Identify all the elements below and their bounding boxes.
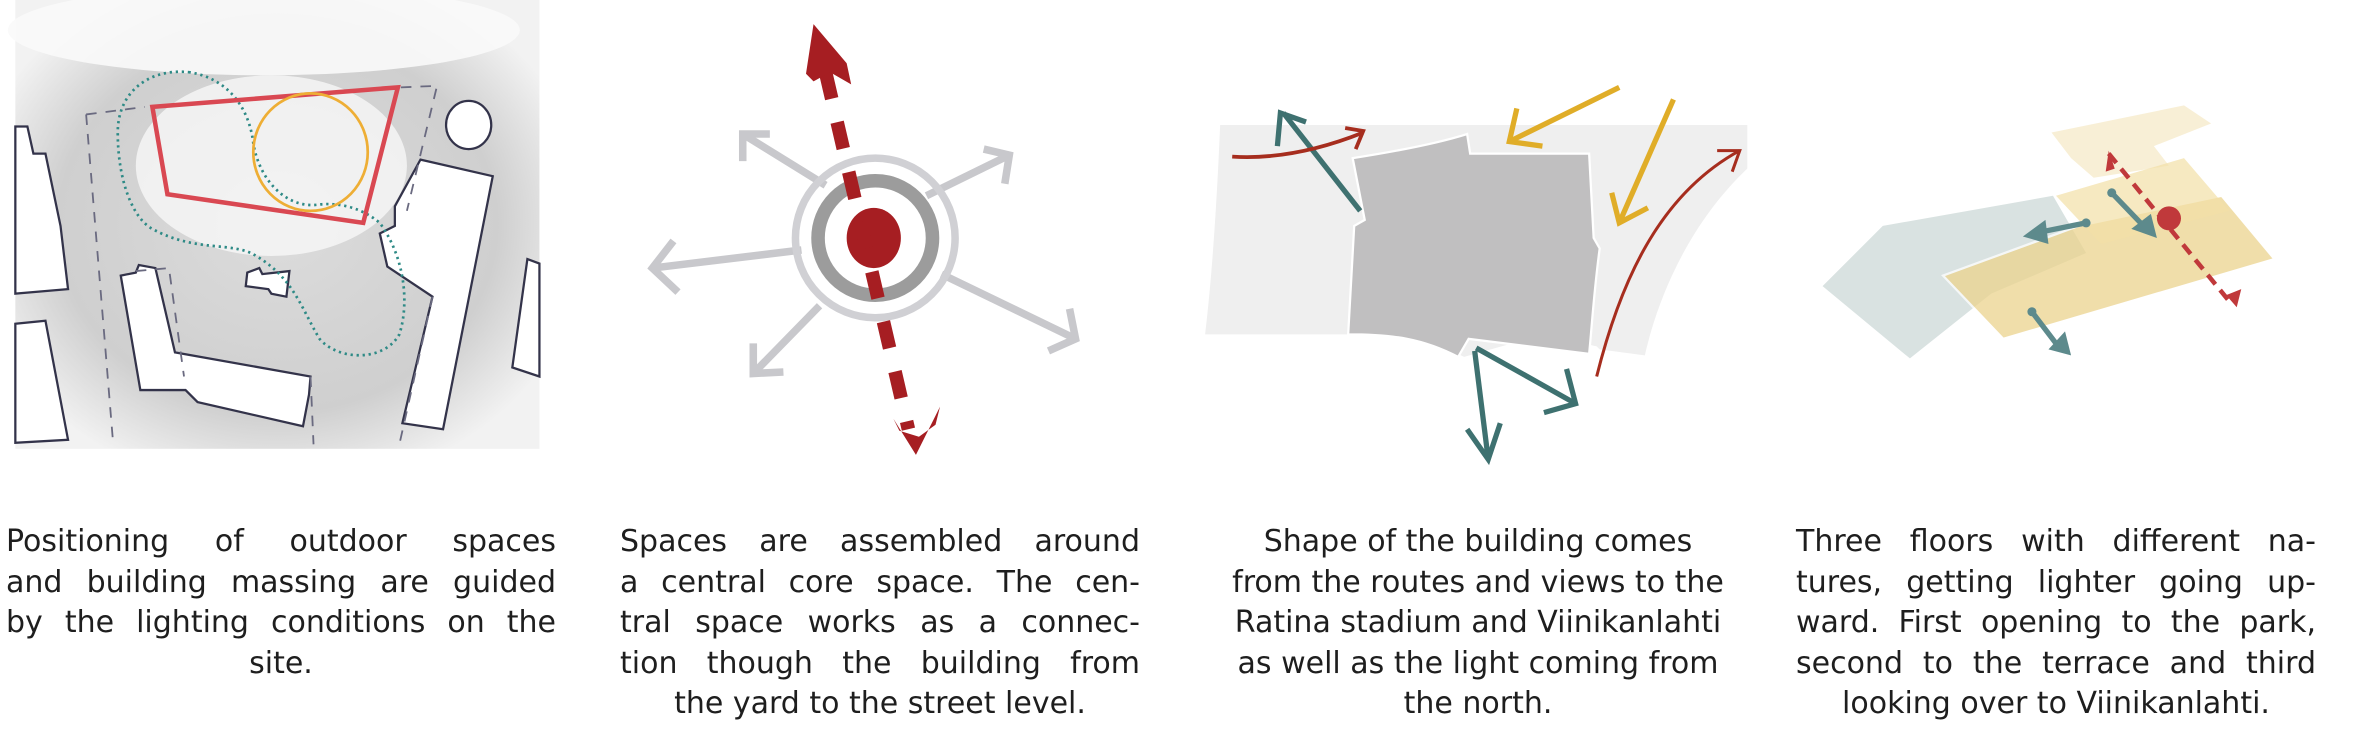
floor-second	[1941, 194, 2277, 341]
caption-line: tral space works as a connec-	[620, 605, 1140, 640]
building-shape-diagram	[1205, 84, 1748, 466]
caption-line: site.	[249, 645, 313, 681]
caption-line: tures, getting lighter going up-	[1796, 564, 2316, 600]
caption-line: a central core space. The cen-	[620, 564, 1140, 600]
arrow-down-icon	[893, 406, 941, 455]
caption-line: the yard to the street level.	[674, 686, 1086, 721]
caption-line: ward. First opening to the park,	[1796, 605, 2316, 640]
caption-line: looking over to Viinikanlahti.	[1842, 686, 2270, 721]
caption-building-shape: Shape of the building comes from the rou…	[1213, 522, 1743, 725]
caption-floors: Three floors with different na- tures, g…	[1796, 522, 2316, 725]
floors-diagram	[1822, 105, 2277, 359]
caption-core-space: Spaces are assembled around a central co…	[620, 522, 1140, 725]
arrow-up-icon	[2105, 150, 2115, 172]
caption-line: Spaces are assembled around	[620, 524, 1140, 559]
caption-line: Shape of the building comes	[1263, 524, 1693, 559]
core-space-diagram	[647, 24, 1080, 455]
site-plan-diagram	[7, 0, 541, 449]
caption-line: from the routes and views to the	[1232, 564, 1724, 600]
caption-line: tion though the building from	[620, 645, 1140, 681]
sunlight-area	[251, 92, 370, 213]
arrow-up-icon	[806, 24, 852, 85]
caption-lighting: Positioning of outdoor spaces and buildi…	[6, 522, 556, 684]
caption-line: as well as the light coming from	[1237, 645, 1719, 681]
building-footprint	[1346, 132, 1601, 359]
caption-line: and building massing are guided	[6, 564, 556, 600]
caption-line: Ratina stadium and Viinikanlahti	[1234, 605, 1722, 640]
caption-line: second to the terrace and third	[1796, 645, 2316, 681]
caption-line: Positioning of outdoor spaces	[6, 524, 556, 559]
round-building	[444, 99, 493, 151]
buildings	[14, 99, 541, 444]
light-path-dotted	[116, 70, 406, 357]
caption-line: Three floors with different na-	[1796, 524, 2316, 559]
caption-line: the north.	[1403, 686, 1553, 721]
diagrams	[7, 0, 2277, 466]
core-icon	[846, 207, 901, 269]
caption-line: by the lighting conditions on the	[6, 605, 556, 640]
floor-third	[2051, 105, 2212, 178]
